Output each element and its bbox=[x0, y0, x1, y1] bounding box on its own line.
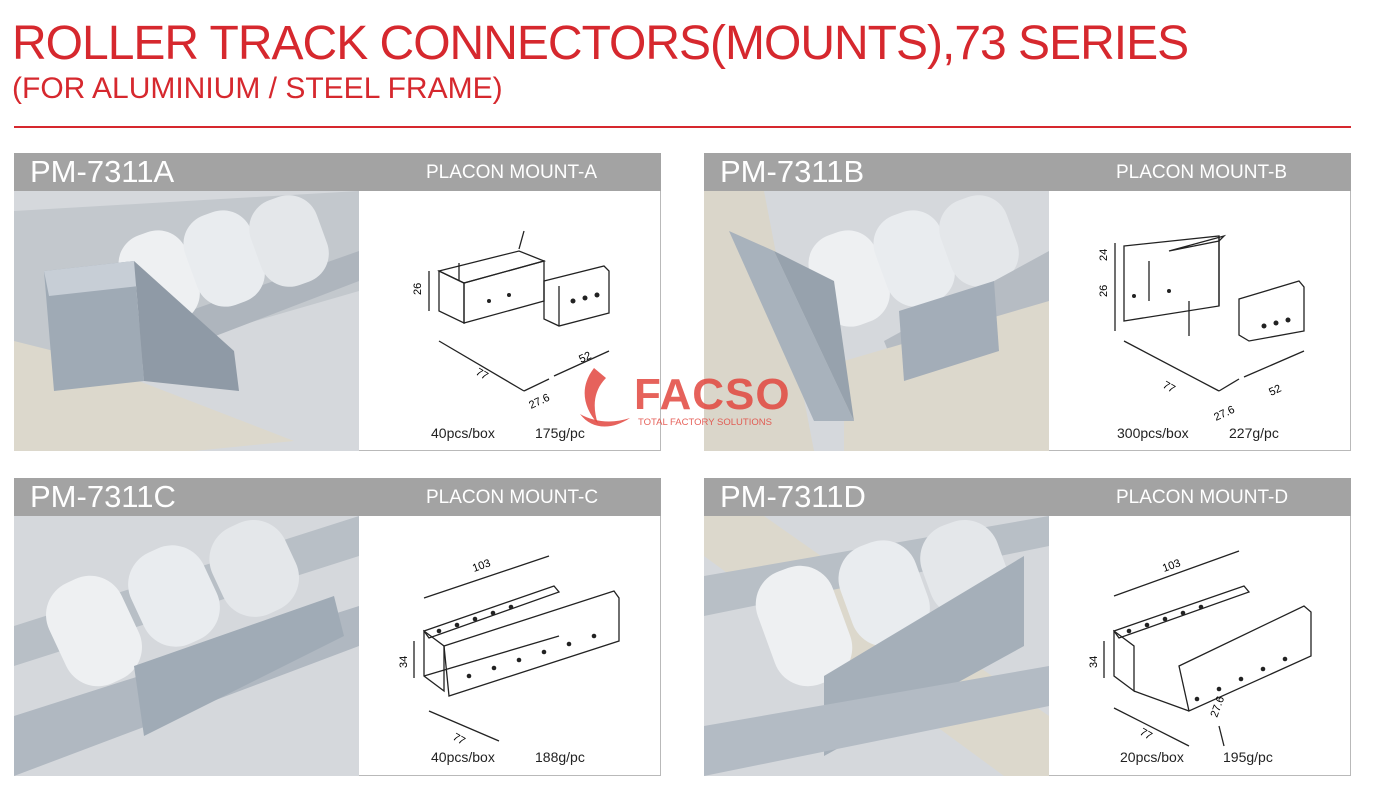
dimension-label: 27.6 bbox=[1212, 404, 1236, 424]
box-quantity: 300pcs/box bbox=[1117, 425, 1189, 441]
dimension-label: 26 bbox=[1098, 285, 1110, 297]
product-drawing: 103 34 77 27.6 bbox=[1049, 516, 1351, 776]
unit-weight: 188g/pc bbox=[535, 749, 585, 765]
dimension-drawing: 103 34 77 27.6 bbox=[1088, 550, 1312, 747]
brand-name: FACSO bbox=[634, 370, 791, 419]
dimension-label: 77 bbox=[451, 731, 468, 748]
product-code: PM-7311A bbox=[30, 154, 175, 189]
brand-tagline: TOTAL FACTORY SOLUTIONS bbox=[638, 417, 772, 428]
dimension-drawing: 103 34 77 bbox=[398, 555, 620, 748]
product-photo bbox=[704, 516, 1049, 776]
unit-weight: 227g/pc bbox=[1229, 425, 1279, 441]
box-quantity: 20pcs/box bbox=[1120, 749, 1184, 765]
brand-logo: FACSO TOTAL FACTORY SOLUTIONS bbox=[572, 366, 812, 436]
dimension-label: 34 bbox=[1088, 656, 1100, 668]
page-subtitle: (FOR ALUMINIUM / STEEL FRAME) bbox=[12, 72, 503, 105]
product-photo bbox=[14, 516, 359, 776]
product-photo bbox=[14, 191, 359, 451]
product-card-b: PM-7311B PLACON MOUNT-B bbox=[704, 153, 1351, 451]
dimension-label: 24 bbox=[1098, 249, 1110, 261]
product-header-bar bbox=[704, 478, 1351, 516]
dimension-label: 77 bbox=[1138, 726, 1155, 743]
title-divider bbox=[14, 126, 1351, 128]
product-code: PM-7311B bbox=[720, 154, 865, 189]
product-drawing: 103 34 77 bbox=[359, 516, 661, 776]
dimension-label: 34 bbox=[398, 656, 410, 668]
box-quantity: 40pcs/box bbox=[431, 749, 495, 765]
box-quantity: 40pcs/box bbox=[431, 425, 495, 441]
page-title: ROLLER TRACK CONNECTORS(MOUNTS),73 SERIE… bbox=[12, 17, 1189, 70]
product-card-c: PM-7311C PLACON MOUNT-C bbox=[14, 478, 661, 776]
dimension-label: 26 bbox=[412, 283, 424, 295]
product-header-bar bbox=[14, 153, 661, 191]
dimension-drawing: 26 77 27.6 52 bbox=[412, 230, 610, 412]
dimension-label: 27.6 bbox=[527, 392, 551, 412]
dimension-label: 103 bbox=[1161, 557, 1182, 575]
product-name: PLACON MOUNT-D bbox=[1116, 487, 1289, 508]
dimension-label: 52 bbox=[577, 350, 593, 366]
product-card-d: PM-7311D PLACON MOUNT-D bbox=[704, 478, 1351, 776]
dimension-label: 103 bbox=[471, 557, 492, 575]
product-code: PM-7311C bbox=[30, 479, 176, 514]
unit-weight: 175g/pc bbox=[535, 425, 585, 441]
product-name: PLACON MOUNT-C bbox=[426, 487, 599, 508]
dimension-label: 27.6 bbox=[1209, 695, 1228, 719]
product-header-bar bbox=[14, 478, 661, 516]
dimension-label: 77 bbox=[1161, 379, 1178, 396]
product-name: PLACON MOUNT-A bbox=[426, 162, 598, 183]
product-card-a: PM-7311A PLACON MOUNT-A bbox=[14, 153, 661, 451]
dimension-label: 77 bbox=[474, 366, 491, 383]
brand-mark-icon bbox=[580, 368, 630, 427]
unit-weight: 195g/pc bbox=[1223, 749, 1273, 765]
product-drawing: 24 26 77 27.6 52 bbox=[1049, 191, 1351, 451]
product-header-bar bbox=[704, 153, 1351, 191]
dimension-label: 52 bbox=[1267, 383, 1283, 399]
product-code: PM-7311D bbox=[720, 479, 866, 514]
dimension-drawing: 24 26 77 27.6 52 bbox=[1098, 234, 1305, 424]
product-drawing: 26 77 27.6 52 bbox=[359, 191, 661, 451]
product-photo bbox=[704, 191, 1049, 451]
product-name: PLACON MOUNT-B bbox=[1116, 162, 1288, 183]
